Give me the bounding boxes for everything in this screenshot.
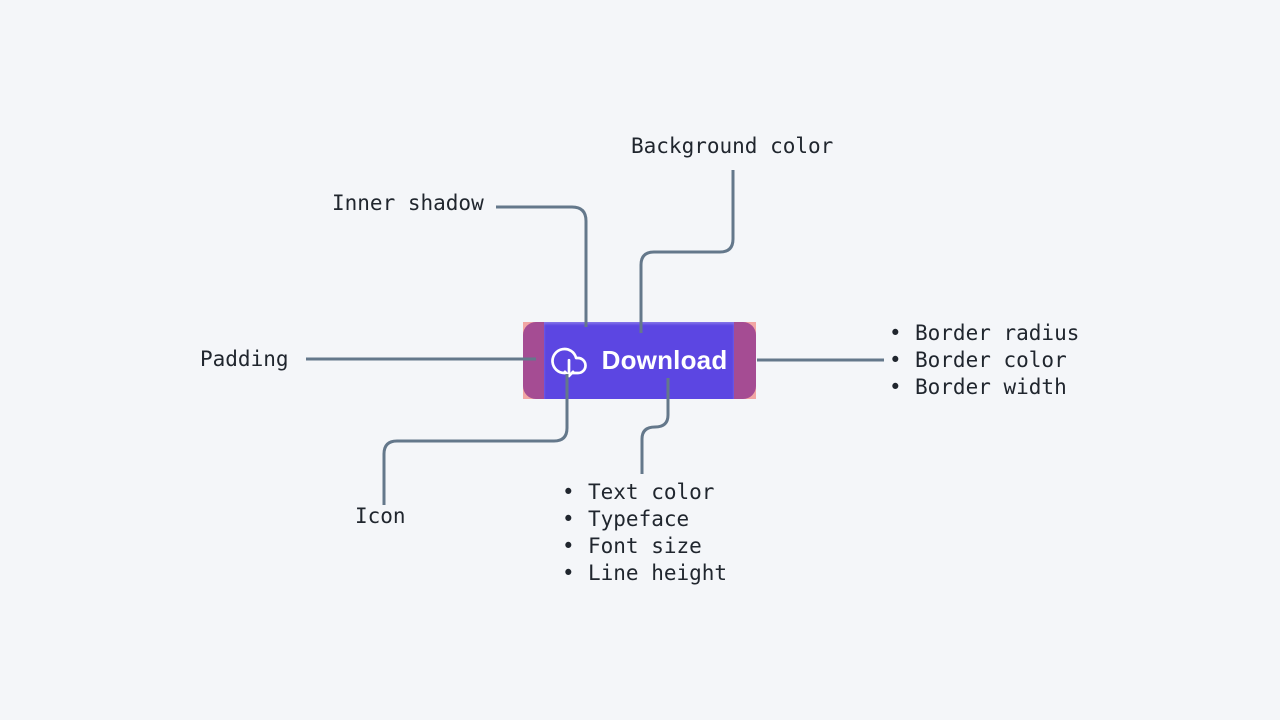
bullet: • [562, 507, 575, 531]
annotation-background-color: Background color [631, 134, 834, 158]
download-button[interactable]: Download [544, 322, 734, 399]
list-item: • Text color [562, 479, 727, 506]
list-item: • Border color [889, 347, 1079, 374]
list-item-label: Line height [588, 561, 728, 585]
annotation-icon: Icon [355, 504, 406, 528]
connector-inner-shadow [496, 205, 588, 327]
bullet: • [889, 375, 902, 399]
annotation-text-list: • Text color • Typeface • Font size • Line h… [562, 479, 727, 587]
list-item: • Typeface [562, 506, 727, 533]
list-item-label: Font size [588, 534, 702, 558]
list-item-label: Border color [915, 348, 1067, 372]
cloud-download-icon [550, 347, 587, 377]
annotation-inner-shadow: Inner shadow [332, 191, 484, 215]
bullet: • [562, 561, 575, 585]
list-item-label: Border radius [915, 321, 1080, 345]
list-item-label: Typeface [588, 507, 690, 531]
bullet: • [889, 348, 902, 372]
annotation-border-list: • Border radius • Border color • Border wid… [889, 320, 1079, 401]
bullet: • [889, 321, 902, 345]
button-label: Download [601, 345, 728, 375]
list-item-label: Text color [588, 480, 715, 504]
list-item-label: Border width [915, 375, 1067, 399]
connector-background-color [639, 170, 735, 333]
list-item: • Border width [889, 374, 1079, 401]
list-item: • Border radius [889, 320, 1079, 347]
list-item: • Font size [562, 533, 727, 560]
list-item: • Line height [562, 560, 727, 587]
bullet: • [562, 534, 575, 558]
bullet: • [562, 480, 575, 504]
annotation-padding: Padding [200, 347, 289, 371]
